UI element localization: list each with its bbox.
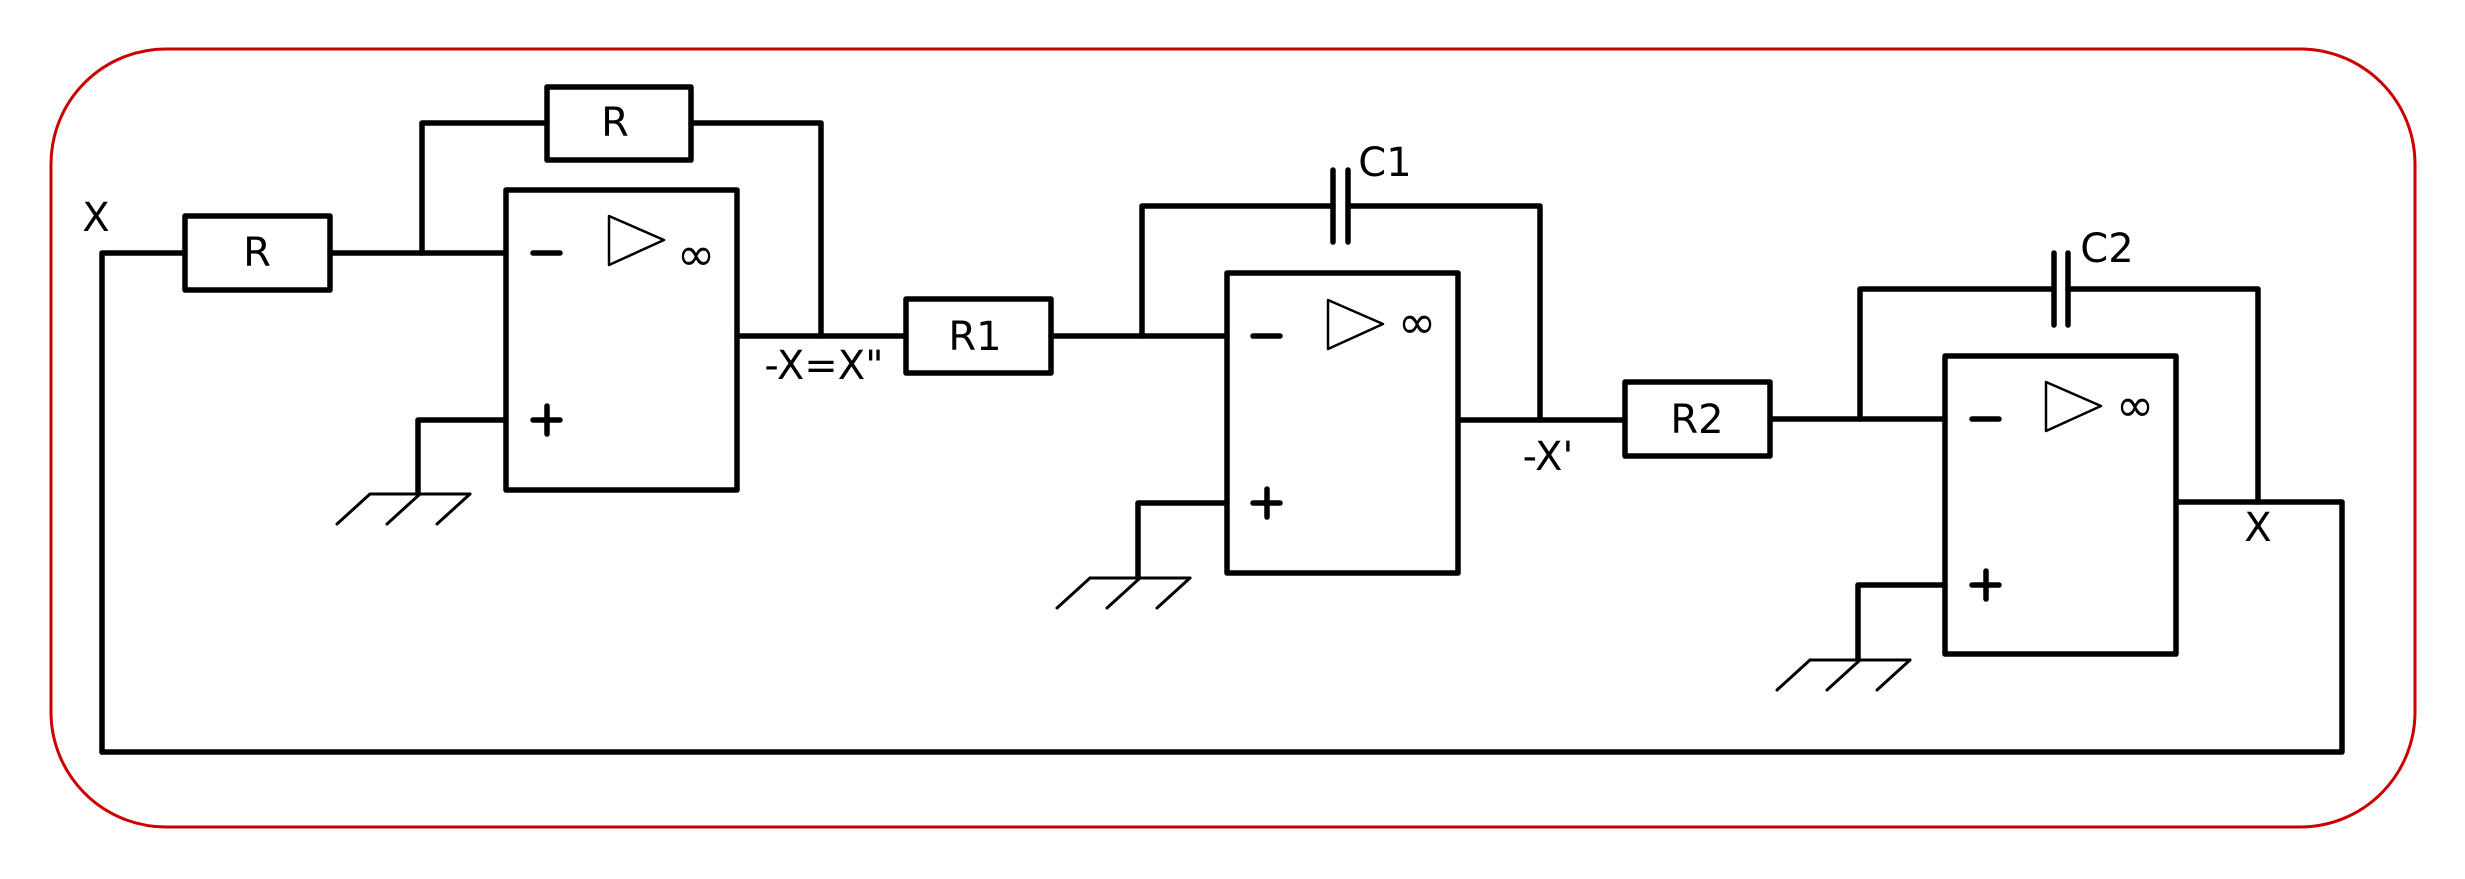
label-node-inverter-out: -X=X" <box>764 343 883 389</box>
wire-output-feedback <box>99 499 2345 755</box>
feedback-wire-left <box>419 120 550 256</box>
opamp3-infinity: ∞ <box>2116 378 2154 432</box>
feedback-wire-right <box>688 120 824 339</box>
label-input-x: X <box>82 195 109 241</box>
opamp-3 <box>1942 353 2179 657</box>
ground-1 <box>335 492 472 526</box>
wire-opamp2-plus <box>1135 500 1230 581</box>
c2-wire-left <box>1857 286 2057 422</box>
c2-wire-right <box>2065 286 2261 505</box>
opamp2-infinity: ∞ <box>1398 295 1436 349</box>
c1-wire-right <box>1345 203 1543 423</box>
wire-opamp1-plus <box>415 417 509 497</box>
ground-2 <box>1055 576 1192 610</box>
opamp2-amp-icon <box>1326 298 1385 351</box>
stage-integrator-2: ∞ <box>99 250 2345 755</box>
label-resistor-r1: R1 <box>948 314 1001 360</box>
opamp1-amp-icon <box>607 214 666 267</box>
stage-integrator-1: ∞ <box>903 167 1628 610</box>
opamp1-infinity: ∞ <box>677 227 715 281</box>
ground-3 <box>1775 658 1912 692</box>
label-node-integrator1-out: -X' <box>1523 434 1574 480</box>
label-output-x: X <box>2244 505 2271 551</box>
frame-border <box>49 47 2417 829</box>
label-capacitor-c2: C2 <box>2080 226 2133 272</box>
opamp-1 <box>503 187 740 493</box>
opamp-2 <box>1224 270 1461 576</box>
label-resistor-r-input: R <box>243 230 271 276</box>
wire-opamp3-plus <box>1855 582 1948 663</box>
label-resistor-r2: R2 <box>1670 397 1723 443</box>
label-capacitor-c1: C1 <box>1358 140 1411 186</box>
stage-inverter: ∞ <box>99 84 909 755</box>
c1-wire-left <box>1139 203 1336 339</box>
opamp3-amp-icon <box>2044 380 2103 433</box>
input-wire <box>99 250 188 755</box>
label-resistor-r-feedback: R <box>601 100 629 146</box>
